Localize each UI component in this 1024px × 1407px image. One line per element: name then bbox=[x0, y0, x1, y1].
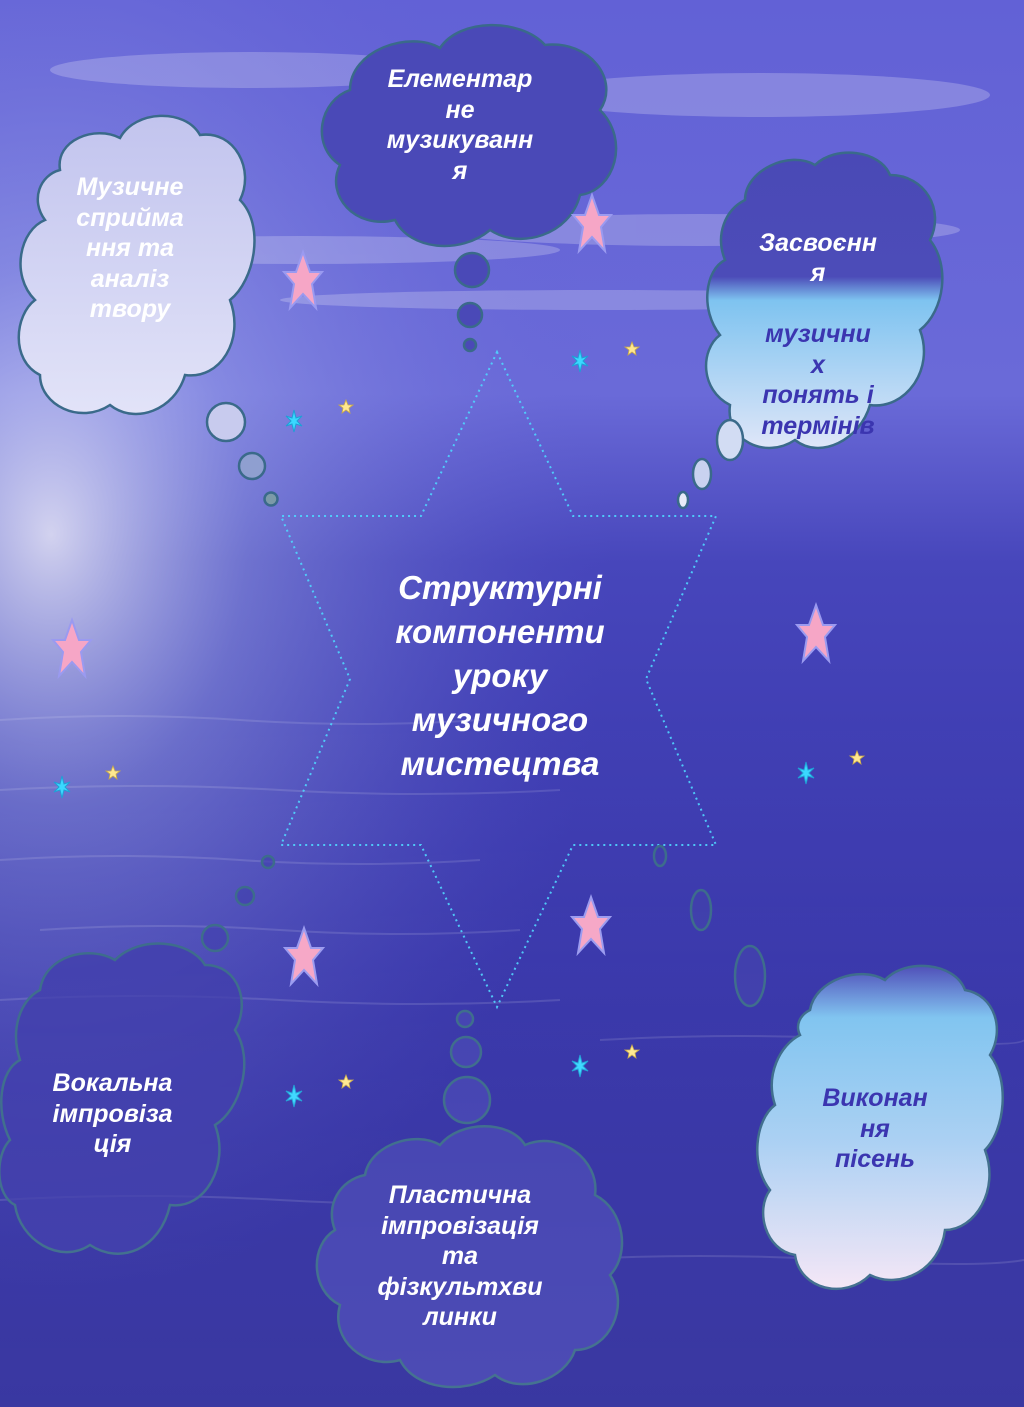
pink-star bbox=[50, 616, 94, 680]
label-music-perception: Музичне сприйма ння та аналіз твору bbox=[76, 173, 184, 323]
cloud-concepts bbox=[704, 151, 944, 450]
sparkle bbox=[571, 349, 589, 373]
tiny-star bbox=[623, 340, 641, 356]
label-concepts-top: Засвоєнн я bbox=[759, 228, 877, 288]
water-fade bbox=[0, 700, 1024, 1407]
cloud-perception-bubbles bbox=[205, 401, 279, 507]
label-concepts-bottom: музични х понять і термінів bbox=[761, 320, 875, 440]
pink-star bbox=[794, 601, 838, 665]
pink-star bbox=[570, 191, 614, 255]
center-title: Структурні компоненти уроку музичного ми… bbox=[395, 569, 605, 782]
label-elementary-music: Елементар не музикуванн я bbox=[386, 65, 534, 185]
cloud-elementary-bubbles bbox=[453, 251, 491, 353]
sparkle bbox=[285, 409, 303, 433]
label-vocal-improvisation: Вокальна імпровіза ція bbox=[52, 1069, 173, 1158]
pink-star bbox=[281, 248, 325, 312]
cloud-elementary-music bbox=[320, 23, 618, 248]
label-concepts: Засвоєнн я музични х понять і термінів bbox=[738, 197, 898, 472]
label-song-performance: Виконан ня пісень bbox=[822, 1084, 928, 1173]
tiny-star bbox=[337, 398, 355, 414]
cloud-music-perception bbox=[17, 114, 256, 416]
cloud-concepts-bubbles bbox=[676, 418, 745, 510]
label-plastic-improvisation: Пластична імпровізація та фізкультхви ли… bbox=[377, 1181, 543, 1331]
